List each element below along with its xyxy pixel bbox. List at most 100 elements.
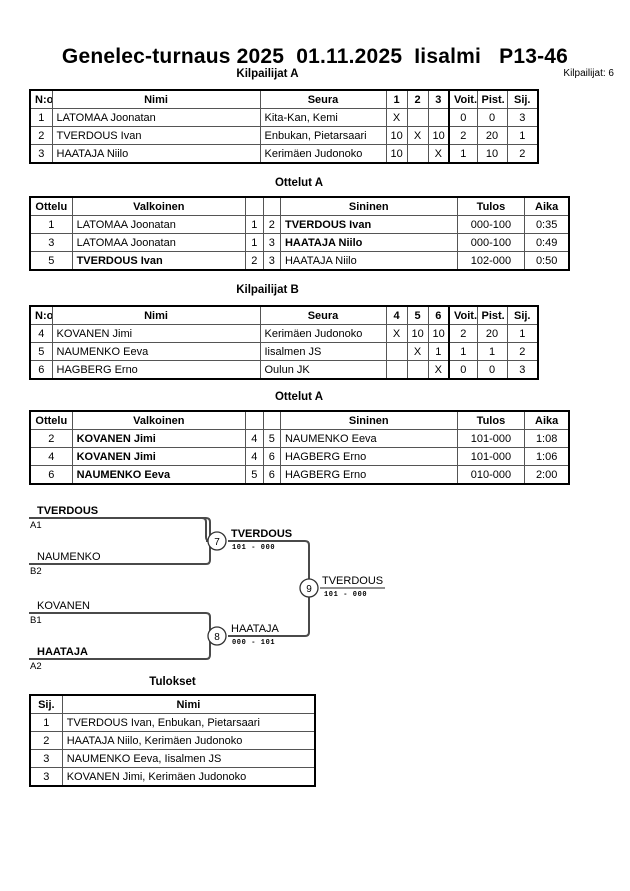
cell-time: 0:50 xyxy=(524,251,570,271)
cell-match-2 xyxy=(406,144,429,164)
cell-match-number: 5 xyxy=(29,251,73,271)
cell-white-name: TVERDOUS Ivan xyxy=(71,251,247,271)
cell-blue-number: 5 xyxy=(262,429,281,448)
bracket-final-winner: TVERDOUS xyxy=(322,575,383,587)
cell-match-1: X xyxy=(385,324,408,343)
cell-rank: 3 xyxy=(29,767,63,787)
cell-rank: 1 xyxy=(506,126,539,145)
cell-match-2: X xyxy=(406,342,429,361)
tournament-bracket: 7 8 9 TVERDOUS A1 NAUMENKO B2 KOVANEN B1… xyxy=(0,495,630,675)
cell-white-number: 1 xyxy=(245,215,264,234)
cell-time: 1:08 xyxy=(524,429,570,448)
bracket-entrant-seed-1: A1 xyxy=(30,520,42,531)
cell-white-name: LATOMAA Joonatan xyxy=(71,215,247,234)
bracket-semifinal-winner-8: HAATAJA xyxy=(231,623,280,635)
col-header-rank: Sij. xyxy=(506,305,539,325)
col-header-club: Seura xyxy=(259,305,387,325)
col-header-match: Ottelu xyxy=(29,410,73,430)
cell-points: 10 xyxy=(476,144,508,164)
cell-match-3: X xyxy=(427,360,450,380)
bracket-match-number-9: 9 xyxy=(306,584,312,595)
bracket-semifinal-score-8: 000 - 101 xyxy=(232,639,275,647)
bracket-connector-9-upper xyxy=(304,540,310,583)
cell-blue-name: HAATAJA Niilo xyxy=(279,233,458,252)
bracket-connector-9-lower xyxy=(304,593,310,637)
cell-rank: 2 xyxy=(506,144,539,164)
cell-match-2 xyxy=(406,360,429,380)
bracket-entrant-name-1: TVERDOUS xyxy=(37,505,98,517)
competitor-count-label: Kilpailijat: 6 xyxy=(563,68,614,79)
cell-rank: 3 xyxy=(29,749,63,768)
cell-white-name: LATOMAA Joonatan xyxy=(71,233,247,252)
bracket-entrant-seed-2: B2 xyxy=(30,566,42,577)
cell-match-number: 1 xyxy=(29,215,73,234)
col-header-n1 xyxy=(245,196,264,216)
cell-rank: 1 xyxy=(506,324,539,343)
table-header-row: Ottelu Valkoinen Sininen Tulos Aika xyxy=(29,196,570,216)
bracket-final-score: 101 - 000 xyxy=(324,591,367,599)
cell-match-3: 10 xyxy=(427,324,450,343)
cell-rank: 2 xyxy=(506,342,539,361)
col-header-match-3: 3 xyxy=(427,89,450,109)
col-header-n1 xyxy=(245,410,264,430)
bracket-entrant-name-4: HAATAJA xyxy=(37,646,88,658)
cell-blue-name: NAUMENKO Eeva xyxy=(279,429,458,448)
bracket-match-number-7: 7 xyxy=(214,537,220,548)
col-header-club: Seura xyxy=(259,89,387,109)
cell-match-3: 1 xyxy=(427,342,450,361)
bracket-match-circle-9 xyxy=(299,578,319,598)
cell-points: 0 xyxy=(476,108,508,127)
col-header-wins: Voit. xyxy=(448,89,478,109)
cell-match-3: X xyxy=(427,144,450,164)
cell-white-number: 1 xyxy=(245,233,264,252)
cell-result: 101-000 xyxy=(456,447,526,466)
bracket-semifinal-score-7: 101 - 000 xyxy=(232,544,275,552)
col-header-match-1: 1 xyxy=(385,89,408,109)
cell-blue-number: 6 xyxy=(262,465,281,485)
bracket-entrant-name-2: NAUMENKO xyxy=(37,551,101,563)
cell-wins: 2 xyxy=(448,126,478,145)
cell-rank: 2 xyxy=(29,731,63,750)
cell-no: 5 xyxy=(29,342,53,361)
table-header-row: N:o Nimi Seura 4 5 6 Voit. Pist. Sij. xyxy=(29,305,539,325)
bracket-connector-8-lower xyxy=(205,641,211,660)
cell-rank: 3 xyxy=(506,108,539,127)
bracket-match-number-8: 8 xyxy=(214,632,220,643)
cell-no: 4 xyxy=(29,324,53,343)
bracket-connector-8-upper xyxy=(205,612,211,631)
col-header-match-2: 2 xyxy=(406,89,429,109)
cell-match-2 xyxy=(406,108,429,127)
col-header-result: Tulos xyxy=(456,410,526,430)
col-header-match: Ottelu xyxy=(29,196,73,216)
cell-points: 1 xyxy=(476,342,508,361)
table-header-row: Sij. Nimi xyxy=(29,694,316,714)
bracket-match-circle-8 xyxy=(207,626,227,646)
cell-blue-name: HAGBERG Erno xyxy=(279,465,458,485)
cell-match-2: X xyxy=(406,126,429,145)
cell-match-1 xyxy=(385,360,408,380)
cell-blue-name: HAATAJA Niilo xyxy=(279,251,458,271)
cell-name: HAATAJA Niilo, Kerimäen Judonoko xyxy=(61,731,316,750)
cell-blue-number: 6 xyxy=(262,447,281,466)
cell-blue-number: 2 xyxy=(262,215,281,234)
cell-name: TVERDOUS Ivan xyxy=(51,126,261,145)
bracket-entrant-seed-3: B1 xyxy=(30,615,42,626)
cell-no: 3 xyxy=(29,144,53,164)
cell-name: LATOMAA Joonatan xyxy=(51,108,261,127)
cell-name: HAATAJA Niilo xyxy=(51,144,261,164)
col-header-match-4: 4 xyxy=(385,305,408,325)
col-header-name: Nimi xyxy=(61,694,316,714)
cell-wins: 1 xyxy=(448,342,478,361)
col-header-match-5: 5 xyxy=(406,305,429,325)
